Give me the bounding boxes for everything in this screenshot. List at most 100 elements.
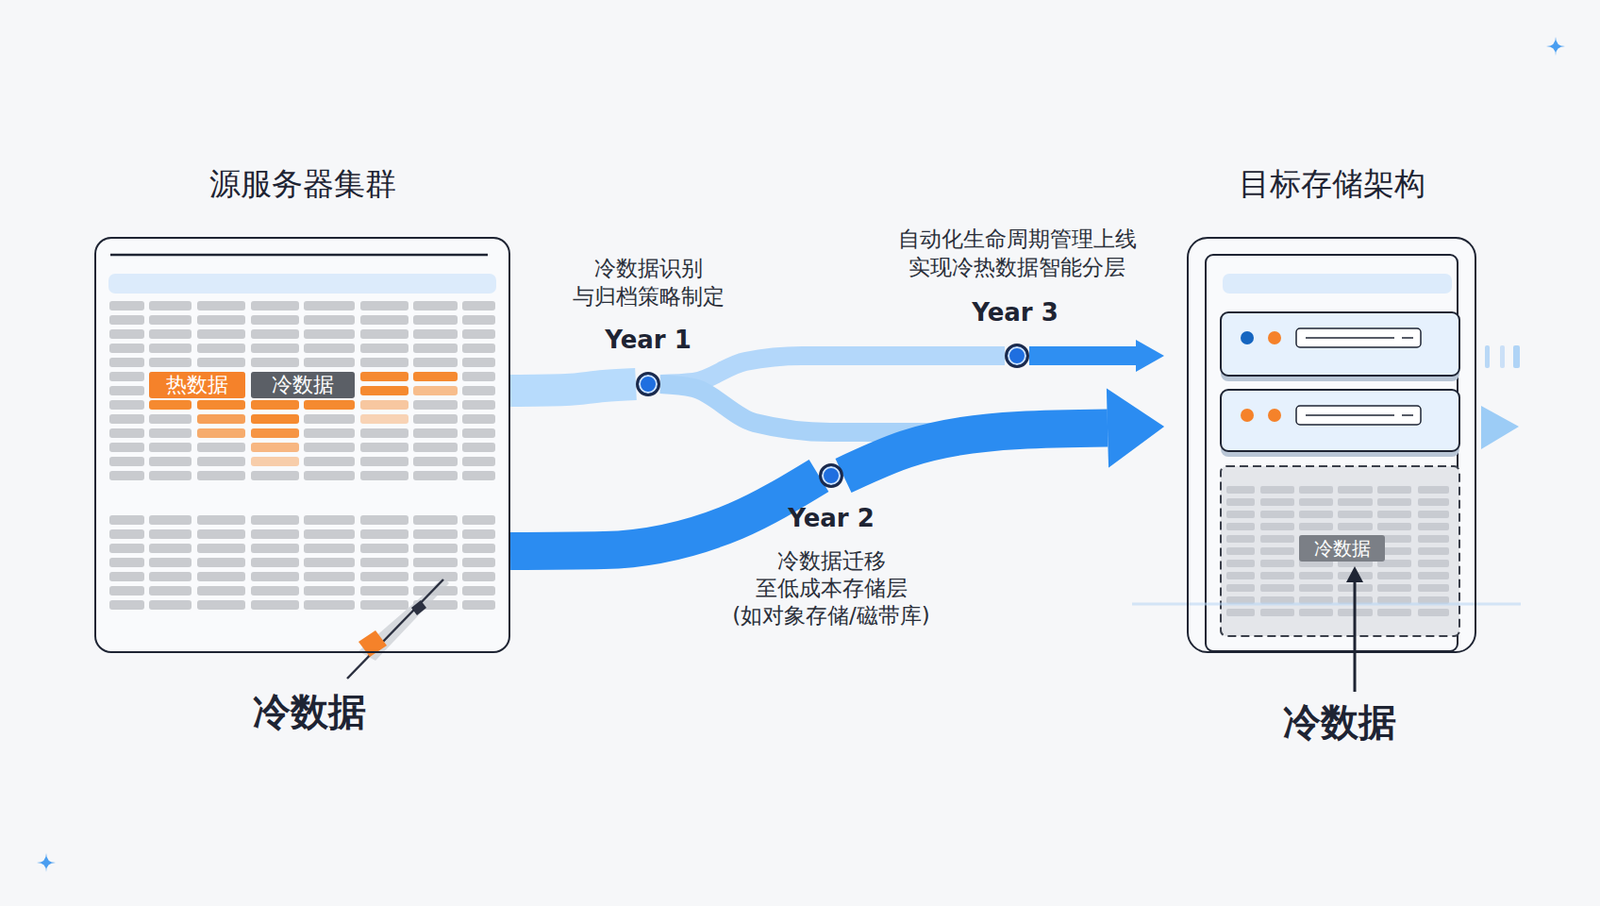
grid-cell	[149, 428, 192, 438]
grid-cell	[149, 456, 192, 467]
grid-cell	[250, 571, 300, 582]
grid-cell	[109, 470, 145, 481]
data-grid	[109, 300, 496, 610]
grid-cell	[413, 571, 458, 582]
grid-cell	[1226, 559, 1255, 567]
grid-cell	[303, 515, 355, 525]
grid-cell	[1299, 485, 1334, 494]
grid-cell	[303, 300, 355, 311]
grid-cell	[1226, 510, 1255, 518]
grid-cell	[1226, 534, 1255, 543]
grid-cell	[303, 543, 355, 553]
grid-cell	[149, 529, 192, 539]
grid-cell	[303, 414, 355, 424]
grid-cell	[1226, 485, 1255, 494]
grid-cell	[1377, 571, 1412, 580]
grid-cell	[149, 557, 192, 567]
grid-cell	[303, 400, 355, 410]
grid-cell	[250, 300, 300, 311]
slot-line	[1401, 414, 1414, 417]
grid-cell	[1260, 522, 1295, 531]
status-light	[1267, 331, 1282, 345]
grid-cell	[1417, 571, 1450, 580]
grid-cell	[109, 414, 145, 424]
grid-cell	[1299, 608, 1334, 617]
grid-cell	[109, 529, 145, 539]
grid-cell	[462, 357, 496, 367]
grid-cell	[149, 585, 192, 596]
grid-cell	[360, 371, 409, 382]
grid-cell	[149, 470, 192, 481]
grid-cell	[303, 600, 355, 610]
motion-dash	[1484, 345, 1490, 368]
grid-cell	[360, 543, 409, 553]
grid-cell	[462, 315, 496, 325]
grid-cell	[197, 428, 246, 438]
grid-cell	[462, 400, 496, 410]
pointer-arrowhead	[1346, 566, 1364, 583]
grid-cell	[462, 343, 496, 353]
grid-cell	[250, 400, 300, 410]
milestone-dot: Year 3自动化生命周期管理上线 实现冷热数据智能分层	[1004, 343, 1030, 368]
grid-cell	[1260, 571, 1295, 580]
grid-cell	[1337, 510, 1373, 518]
grid-cell	[250, 329, 300, 339]
flow-ribbon	[510, 475, 819, 551]
grid-cell	[462, 557, 496, 567]
grid-cell	[197, 557, 246, 567]
flow-ribbon	[510, 383, 636, 391]
grid-cell	[462, 470, 496, 481]
flow-arrow	[843, 388, 1165, 476]
grid-cell	[1417, 559, 1450, 567]
grid-cell	[149, 442, 192, 452]
grid-cell	[197, 543, 246, 553]
grid-cell	[250, 357, 300, 367]
grid-cell	[250, 600, 300, 610]
grid-cell	[413, 557, 458, 567]
grid-cell	[197, 456, 246, 467]
server-unit	[1220, 312, 1460, 376]
grid-cell	[1260, 608, 1295, 617]
grid-cell	[149, 571, 192, 582]
grid-cell	[1377, 522, 1412, 531]
year-label: Year 3	[920, 297, 1110, 328]
grid-cell	[197, 600, 246, 610]
grid-cell	[413, 315, 458, 325]
grid-cell	[462, 515, 496, 525]
grid-cell	[1299, 571, 1334, 580]
grid-cell	[1260, 485, 1295, 494]
grid-cell	[149, 329, 192, 339]
grid-cell	[360, 343, 409, 353]
grid-cell	[360, 456, 409, 467]
panel-fill	[1186, 236, 1477, 653]
grid-cell	[360, 515, 409, 525]
grid-cell	[109, 371, 145, 382]
grid-cell	[303, 529, 355, 539]
grid-cell	[109, 300, 145, 311]
grid-cell	[462, 428, 496, 438]
grid-cell	[109, 400, 145, 410]
motion-dash	[1500, 345, 1505, 368]
flow-arrow	[660, 355, 1005, 384]
grid-cell	[462, 414, 496, 424]
grid-cell	[360, 571, 409, 582]
grid-cell	[1417, 608, 1450, 617]
grid-cell	[462, 529, 496, 539]
pointer-mark	[411, 600, 427, 616]
grid-cell	[250, 414, 300, 424]
grid-cell	[149, 543, 192, 553]
grid-cell	[1417, 510, 1450, 518]
grid-cell	[1337, 522, 1373, 531]
milestone-note: 冷数据识别 与归档策略制定	[567, 253, 729, 311]
tag-text: 冷数据	[1299, 534, 1385, 562]
grid-cell	[360, 400, 409, 410]
tag-text: 热数据	[149, 371, 246, 399]
grid-cell	[250, 470, 300, 481]
cluster-box: 源服务器集群热数据冷数据	[94, 236, 511, 653]
grid-cell	[360, 442, 409, 452]
header-bar	[1222, 273, 1452, 294]
grid-cell	[303, 428, 355, 438]
